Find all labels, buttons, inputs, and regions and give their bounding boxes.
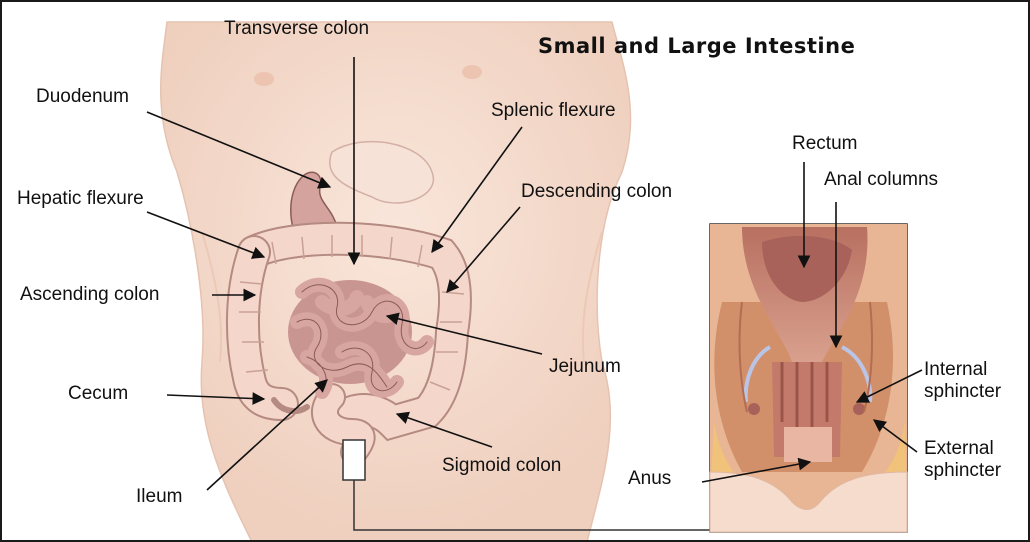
label-jejunum: Jejunum — [549, 356, 621, 378]
label-transverse-colon: Transverse colon — [224, 18, 369, 40]
label-anal-columns: Anal columns — [824, 169, 938, 191]
label-ileum: Ileum — [136, 486, 182, 508]
rectum-inset — [710, 224, 907, 532]
left-nipple — [254, 72, 274, 86]
label-sigmoid-colon: Sigmoid colon — [442, 455, 561, 477]
label-ascending-colon: Ascending colon — [20, 284, 159, 306]
label-anus: Anus — [628, 468, 671, 490]
right-nipple — [462, 65, 482, 79]
label-duodenum: Duodenum — [36, 86, 129, 108]
label-splenic-flexure: Splenic flexure — [491, 100, 616, 122]
label-descending-colon: Descending colon — [521, 181, 672, 203]
label-external-sphincter: External sphincter — [924, 438, 1001, 482]
label-internal-sphincter: Internal sphincter — [924, 359, 1001, 403]
label-hepatic-flexure: Hepatic flexure — [17, 188, 144, 210]
zoom-source-box — [343, 440, 365, 480]
label-rectum: Rectum — [792, 133, 857, 155]
label-cecum: Cecum — [68, 383, 128, 405]
diagram-title: Small and Large Intestine — [538, 34, 855, 58]
